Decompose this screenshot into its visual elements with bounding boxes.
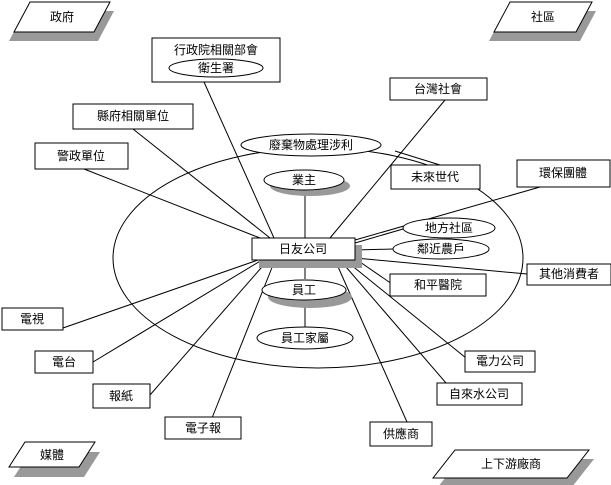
diagram-shape (354, 257, 528, 275)
node-police: 警政單位 (34, 142, 129, 170)
diagram-shape (251, 237, 356, 261)
category-media: 媒體 (8, 441, 100, 477)
node-label: 報紙 (109, 388, 133, 403)
node-label: 其他消費者 (539, 266, 599, 281)
diagram-shape (354, 228, 404, 244)
node-suppliers: 供應商 (369, 421, 433, 447)
diagram-shape (92, 383, 151, 409)
node-employee-families: 員工家屬 (256, 326, 354, 350)
node-label: 台灣社會 (414, 81, 462, 96)
node-label: 縣府相關單位 (97, 108, 169, 123)
node-health-dept: 衛生署 (198, 61, 234, 75)
diagram-shape (203, 81, 275, 239)
diagram-shape (389, 273, 487, 297)
node-label: 環保團體 (539, 166, 587, 180)
diagram-shape (436, 382, 523, 406)
diagram-shape (389, 77, 488, 101)
node-label: 員工 (292, 283, 316, 297)
node-taiwan-society: 台灣社會 (389, 77, 488, 101)
diagram-shape (92, 259, 263, 363)
center-node: 日友公司 (251, 237, 362, 268)
diagram-shape (402, 217, 496, 239)
diagram-shape (339, 259, 447, 384)
node-label: 員工家屬 (281, 330, 329, 345)
node-label: 和平醫院 (414, 278, 462, 292)
diagram-shape (168, 58, 264, 78)
node-water-company: 自來水公司 (436, 382, 523, 406)
diagram-shape (240, 133, 382, 157)
node-county-units: 縣府相關單位 (72, 103, 194, 130)
diagram-shape (83, 168, 261, 239)
diagram-shape (431, 449, 591, 479)
diagram-shape (34, 142, 129, 170)
node-label: 行政院相關部會 (174, 42, 258, 57)
node-local-community: 地方社區 (402, 217, 496, 239)
diagram-shape (390, 164, 481, 190)
category-label: 社區 (531, 9, 555, 24)
diagram-shape (369, 421, 433, 447)
diagram-shape (344, 259, 467, 359)
diagram-shape (526, 263, 611, 286)
diagram-shape (334, 259, 408, 423)
node-radio: 電台 (34, 350, 94, 374)
diagram-shape (359, 261, 393, 285)
diagram-shape (164, 416, 242, 440)
diagram-shape (516, 159, 611, 188)
diagram-shape (13, 1, 111, 33)
diagram-shape (72, 103, 194, 130)
category-government: 政府 (9, 1, 114, 41)
node-future-generations: 未來世代 (390, 164, 481, 190)
diagram-shape (62, 259, 259, 329)
node-label: 電力公司 (476, 354, 524, 368)
category-supply-chain: 上下游廠商 (431, 449, 594, 485)
node-executive-yuan: 行政院相關部會 衛生署 (151, 37, 281, 83)
diagram-shape (464, 350, 536, 373)
node-other-consumers: 其他消費者 (526, 263, 611, 286)
diagram-shape (149, 259, 269, 396)
node-label: 自來水公司 (449, 387, 509, 401)
node-waste-interest: 廢棄物處理涉利 (240, 133, 382, 157)
diagram-shape (493, 1, 593, 33)
node-nearby-farmers: 鄰近農戶 (392, 238, 490, 260)
diagram-shape (392, 238, 490, 260)
diagram-shape (263, 169, 345, 191)
node-newspaper: 報紙 (92, 383, 151, 409)
diagram-shape (394, 150, 441, 166)
node-label: 未來世代 (411, 170, 459, 184)
category-label: 媒體 (40, 448, 64, 462)
node-label: 警政單位 (57, 148, 105, 163)
node-tv: 電視 (1, 307, 64, 331)
diagram-shape (256, 326, 354, 350)
node-label: 供應商 (383, 426, 419, 441)
diagram-shape (8, 441, 96, 468)
node-label: 廢棄物處理涉利 (269, 137, 353, 152)
diagram-shape (261, 279, 347, 301)
node-label: 地方社區 (425, 220, 473, 235)
category-community: 社區 (489, 1, 596, 41)
node-e-paper: 電子報 (164, 416, 242, 440)
node-label: 電子報 (185, 421, 221, 435)
center-label: 日友公司 (279, 242, 327, 256)
node-heping-hospital: 和平醫院 (389, 273, 487, 297)
node-label: 鄰近農戶 (417, 241, 465, 256)
diagram-shape (329, 99, 446, 239)
node-label: 電視 (20, 311, 44, 326)
diagram-shape (132, 128, 271, 239)
node-power-company: 電力公司 (464, 350, 536, 373)
node-env-groups: 環保團體 (516, 159, 611, 188)
node-label: 電台 (52, 354, 76, 369)
node-label: 業主 (292, 173, 316, 187)
diagram-shape (354, 186, 541, 241)
node-owner: 業主 (263, 169, 350, 196)
node-employees: 員工 (261, 279, 352, 308)
category-label: 政府 (50, 9, 74, 24)
category-label: 上下游廠商 (481, 456, 541, 471)
diagram-shape (1, 307, 64, 331)
diagram-shape (34, 350, 94, 374)
